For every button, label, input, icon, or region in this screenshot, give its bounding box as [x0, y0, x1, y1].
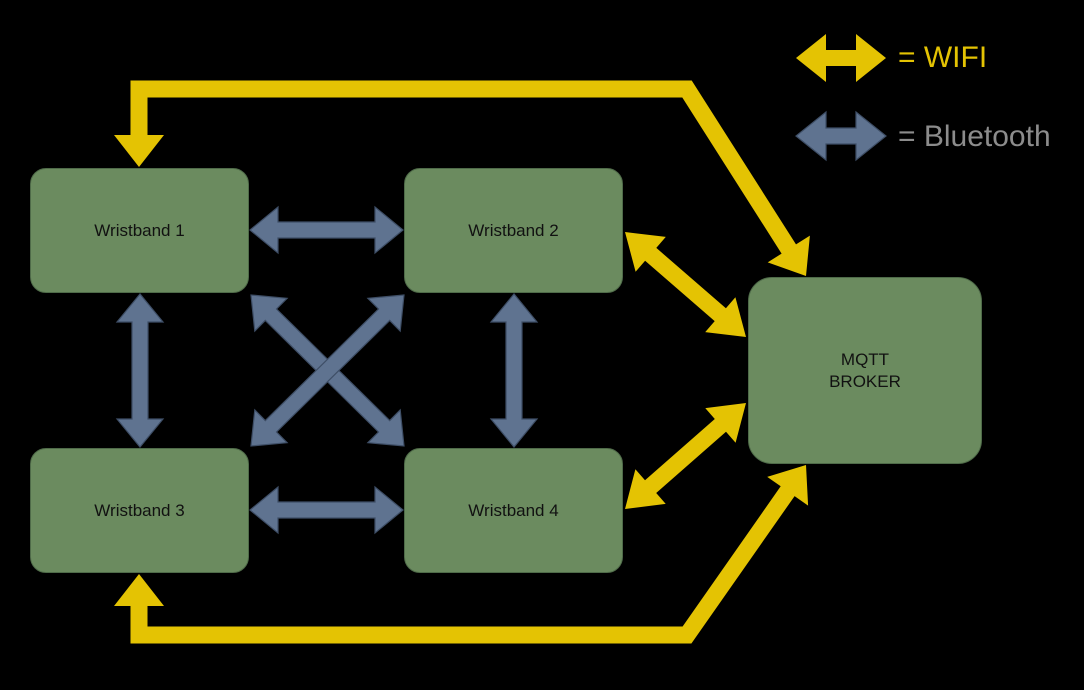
mqtt-broker-label-line1: MQTT: [840, 349, 890, 369]
bluetooth-arrow-wb2-wb3: [250, 294, 405, 447]
wristband-4-node: Wristband 4: [404, 448, 623, 573]
bluetooth-arrow-wb2-wb4: [489, 293, 539, 448]
bluetooth-arrow-wb3-wb4: [249, 485, 404, 535]
wifi-arrow-wb4-broker: [625, 403, 746, 509]
wristband-1-label: Wristband 1: [94, 220, 185, 240]
wristband-4-label: Wristband 4: [468, 500, 559, 520]
wristband-2-node: Wristband 2: [404, 168, 623, 293]
mqtt-broker-node: MQTT BROKER: [748, 277, 982, 464]
wristband-3-label: Wristband 3: [94, 500, 185, 520]
bluetooth-arrow-wb1-wb2: [249, 205, 404, 255]
wristband-3-node: Wristband 3: [30, 448, 249, 573]
legend-layer: [795, 34, 887, 162]
wristband-1-node: Wristband 1: [30, 168, 249, 293]
mqtt-broker-label: MQTT BROKER: [829, 349, 901, 393]
mqtt-broker-label-line2: BROKER: [829, 371, 901, 391]
legend-wifi-label: = WIFI: [898, 41, 988, 74]
legend-bluetooth-label: = Bluetooth: [898, 120, 1051, 153]
wifi-arrow-wb2-broker: [625, 232, 746, 337]
wristband-2-label: Wristband 2: [468, 220, 559, 240]
legend-bluetooth-arrow-icon: [795, 110, 887, 162]
legend-wifi-arrow-icon: [796, 34, 886, 82]
bluetooth-arrow-wb1-wb3: [115, 293, 165, 448]
edges-layer: [114, 80, 810, 644]
